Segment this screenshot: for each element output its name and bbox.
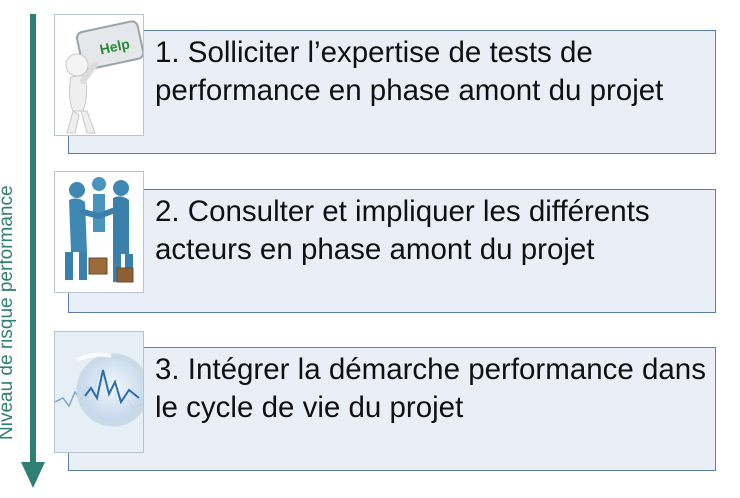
axis-label: Niveau de risque performance: [0, 185, 17, 440]
step-3-box: 3. Intégrer la démarche performance dans…: [68, 347, 716, 471]
arrow-down-icon: [21, 462, 45, 488]
help-key-figure-icon: Help: [54, 14, 144, 136]
step-1-box: 1. Solliciter l’expertise de tests de pe…: [68, 30, 716, 154]
axis-line: [30, 14, 36, 466]
step-3-text: 3. Intégrer la démarche performance dans…: [155, 353, 706, 424]
chart-magnifier-icon: [54, 331, 144, 453]
svg-text:Help: Help: [98, 35, 131, 57]
step-2-box: 2. Consulter et impliquer les différents…: [68, 189, 716, 313]
step-1-text: 1. Solliciter l’expertise de tests de pe…: [155, 36, 664, 107]
team-handshake-icon: [54, 171, 144, 293]
step-2-text: 2. Consulter et impliquer les différents…: [155, 195, 650, 266]
